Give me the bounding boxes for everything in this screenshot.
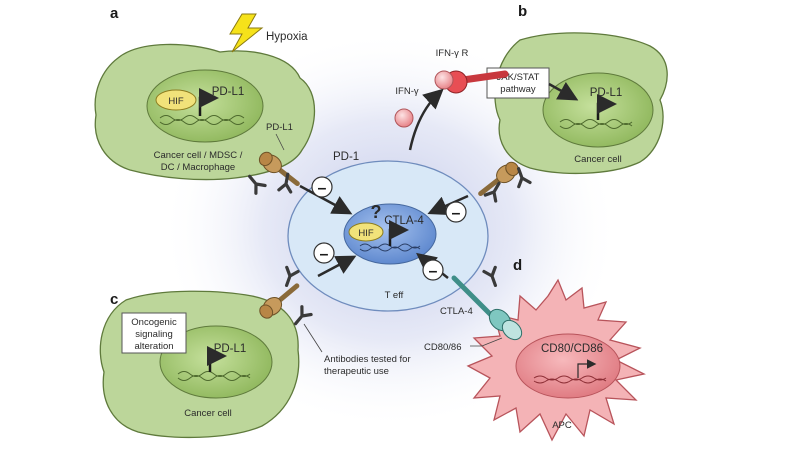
cd80-86-label: CD80/86 (424, 342, 462, 353)
inhibit-arrow-a (299, 184, 353, 215)
oncogenic-line2: signaling (135, 329, 173, 340)
hif-box-t (348, 222, 384, 242)
ctla4-stalk (451, 275, 497, 321)
pd1-label: PD-1 (333, 151, 359, 163)
minus-badge-c: – (313, 242, 335, 264)
promoter-arrow-c (207, 346, 227, 372)
hif-box-a (155, 89, 197, 111)
ifng-label: IFN-γ (395, 86, 418, 97)
svg-text:–: – (429, 263, 438, 280)
cell-a-label-line1: Cancer cell / MDSC / (154, 150, 243, 161)
svg-text:–: – (318, 180, 327, 197)
panel-label-a: a (110, 5, 119, 22)
ifngr-label: IFN-γ R (436, 48, 469, 59)
jak-stat-line2: pathway (500, 84, 536, 95)
cd80-86-receptor (501, 319, 523, 341)
jak-stat-box (486, 67, 550, 99)
promoter-arrow-b (596, 94, 617, 120)
hif-label-a: HIF (168, 96, 184, 107)
svg-text:–: – (320, 246, 329, 263)
pdl1-gene-label-c: PD-L1 (214, 343, 247, 355)
cell-c-label: Cancer cell (184, 408, 232, 419)
ctla4-membrane-label: CTLA-4 (440, 306, 473, 317)
ctla4-gene-label: CTLA-4 (384, 215, 424, 227)
jak-stat-line1: JAK/STAT (497, 72, 540, 83)
minus-badge-b: – (445, 201, 467, 223)
oncogenic-box (121, 312, 187, 354)
promoter-arrow-d (577, 359, 597, 378)
oncogenic-line1: Oncogenic (131, 317, 177, 328)
hif-label-t: HIF (358, 228, 374, 239)
minus-badge-d: – (422, 259, 444, 281)
promoter-arrow-a (198, 88, 219, 116)
pdl1-gene-label-b: PD-L1 (590, 87, 623, 99)
ifng-arrow (408, 88, 444, 151)
cell-a-label-line2: DC / Macrophage (161, 162, 235, 173)
oncogenic-line3: alteration (134, 341, 173, 352)
apc-nucleus (515, 333, 621, 399)
minus-badge-a: – (311, 176, 333, 198)
pdl1-gene-label-a: PD-L1 (212, 86, 245, 98)
pdl1-membrane-label-a: PD-L1 (266, 122, 293, 133)
inhibit-arrow-c (317, 255, 357, 278)
panel-label-b: b (518, 3, 527, 20)
lightning-icon (229, 13, 264, 53)
ifngr-stalk (459, 70, 509, 84)
svg-text:–: – (452, 205, 461, 222)
ifng-ball (394, 108, 414, 128)
cell-b-label: Cancer cell (574, 154, 622, 165)
question-mark: ? (371, 202, 382, 222)
apc-label: APC (552, 420, 572, 431)
panel-label-d: d (513, 257, 522, 274)
teff-label: T eff (385, 290, 404, 301)
cd80-cd86-gene-label: CD80/CD86 (541, 343, 603, 355)
ifng-bound (434, 70, 454, 90)
panel-label-c: c (110, 291, 118, 308)
antibodies-label-line1: Antibodies tested for (324, 354, 411, 365)
promoter-arrow-t (388, 220, 409, 246)
jak-arrow (548, 81, 579, 101)
dna-a (159, 115, 245, 121)
hypoxia-label: Hypoxia (266, 31, 308, 43)
antibodies-label-line2: therapeutic use (324, 366, 389, 377)
